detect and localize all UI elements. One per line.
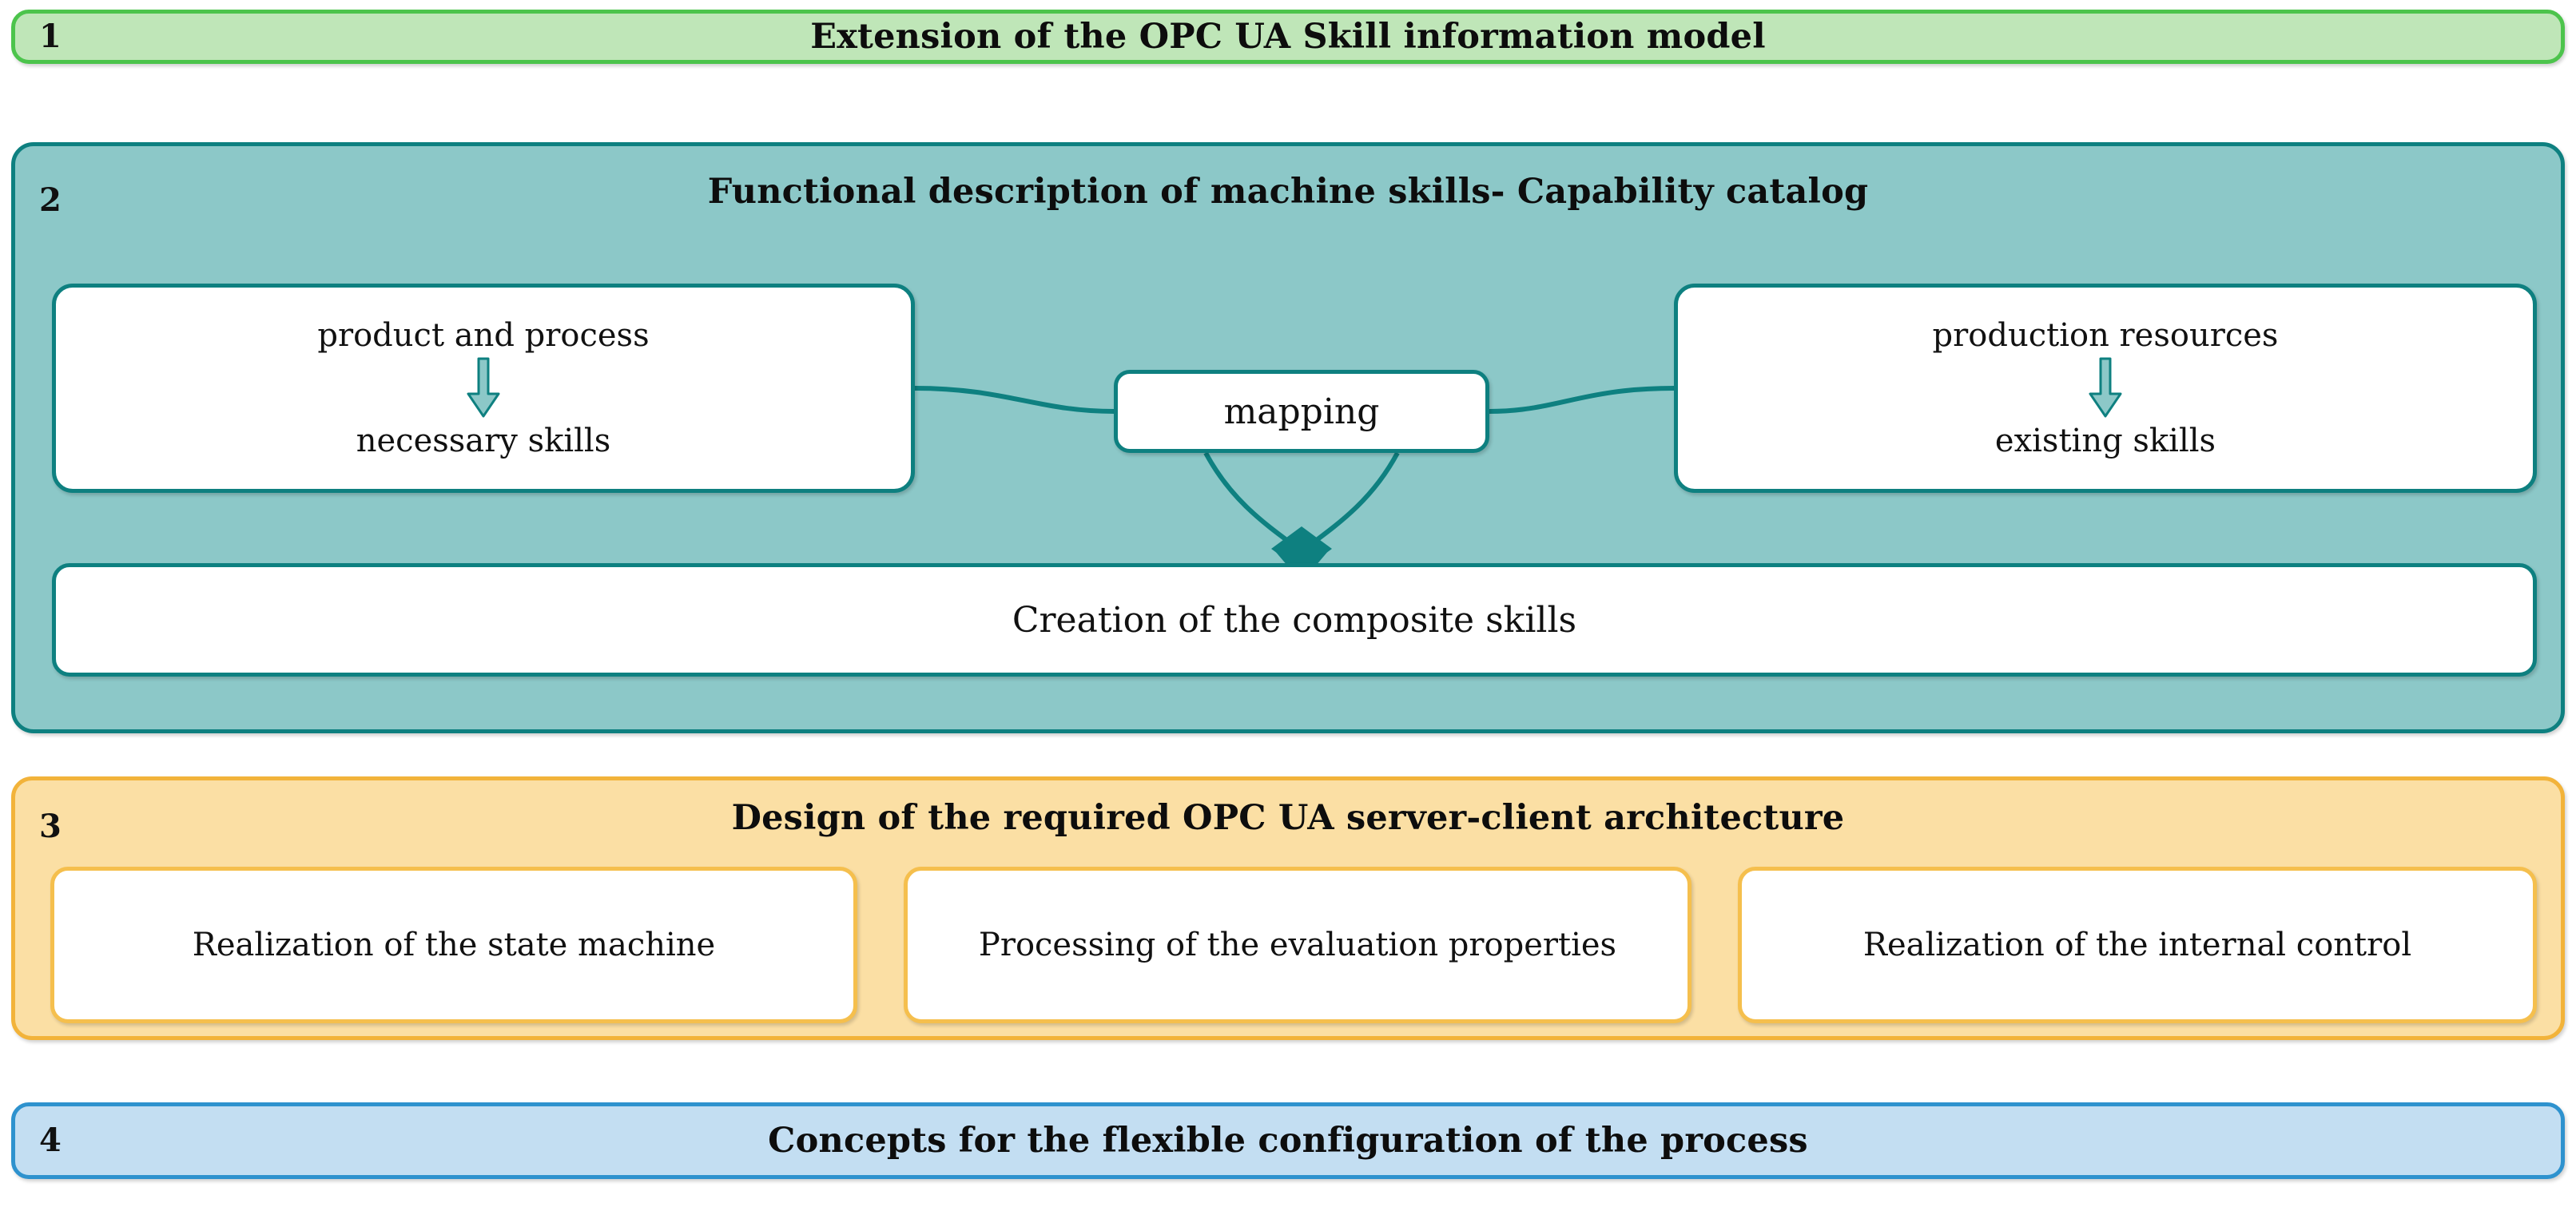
section-4-flexible-configuration: 4 Concepts for the flexible configuratio… <box>11 1102 2565 1179</box>
box-state-machine-label: Realization of the state machine <box>192 927 716 963</box>
box-internal-control: Realization of the internal control <box>1738 867 2537 1023</box>
down-arrow-icon <box>467 357 500 418</box>
section-1-extension: 1 Extension of the OPC UA Skill informat… <box>11 10 2565 64</box>
section-1-index: 1 <box>39 18 62 55</box>
box-necessary-skills: product and process necessary skills <box>52 284 915 493</box>
box-evaluation-properties-label: Processing of the evaluation properties <box>978 927 1617 963</box>
section-1-title: Extension of the OPC UA Skill informatio… <box>810 17 1766 57</box>
down-arrow-icon <box>2089 357 2122 418</box>
box-evaluation-properties: Processing of the evaluation properties <box>904 867 1691 1023</box>
section-3-index: 3 <box>39 808 62 845</box>
section-4-title: Concepts for the flexible configuration … <box>768 1121 1808 1161</box>
box-mapping-label: mapping <box>1223 391 1380 432</box>
section-4-index: 4 <box>39 1122 62 1159</box>
section-2-title: Functional description of machine skills… <box>707 172 1869 212</box>
section-2-index: 2 <box>39 181 62 219</box>
section-3-architecture-design: 3 Design of the required OPC UA server-c… <box>11 776 2565 1040</box>
box-existing-skills: production resources existing skills <box>1674 284 2537 493</box>
box-mapping: mapping <box>1114 370 1489 453</box>
box-composite-skills: Creation of the composite skills <box>52 563 2537 677</box>
connector-mapping-to-result-left <box>1203 451 1294 546</box>
connector-mapping-to-result-right <box>1310 451 1400 546</box>
box-necessary-skills-top-label: product and process <box>317 317 650 354</box>
box-existing-skills-top-label: production resources <box>1932 317 2279 354</box>
box-composite-skills-label: Creation of the composite skills <box>1012 599 1577 641</box>
box-state-machine: Realization of the state machine <box>50 867 857 1023</box>
box-existing-skills-bottom-label: existing skills <box>1994 423 2216 459</box>
section-2-functional-description: 2 Functional description of machine skil… <box>11 142 2565 733</box>
connector-right-to-mapping <box>1489 386 1675 414</box>
box-necessary-skills-bottom-label: necessary skills <box>356 423 611 459</box>
section-3-title: Design of the required OPC UA server-cli… <box>731 798 1845 838</box>
connector-left-to-mapping <box>914 386 1115 414</box>
box-internal-control-label: Realization of the internal control <box>1862 927 2412 963</box>
